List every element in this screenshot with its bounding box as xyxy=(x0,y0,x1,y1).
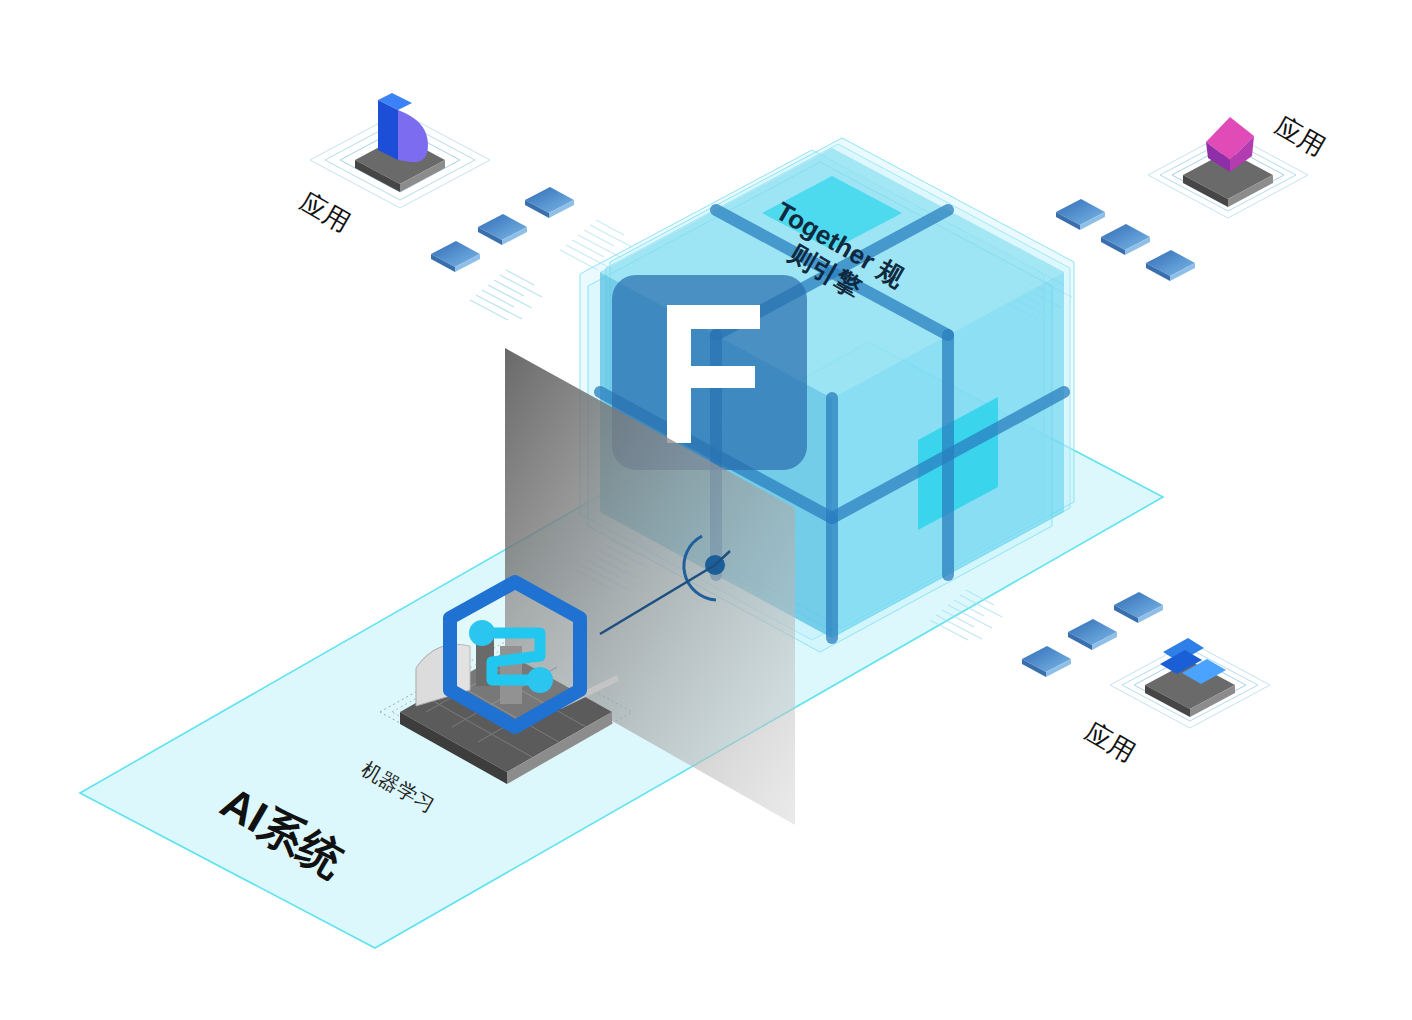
app-node: 应用 xyxy=(280,176,375,251)
data-block xyxy=(1056,199,1105,230)
app-icon xyxy=(1206,142,1230,172)
ml-tile xyxy=(380,582,632,784)
node-label: AI系统 xyxy=(212,777,352,887)
data-block xyxy=(1114,592,1163,623)
ai-system-band xyxy=(80,342,1163,948)
app-icon xyxy=(1230,136,1254,172)
data-block xyxy=(1146,250,1195,281)
app-icon xyxy=(398,110,428,162)
speed-lines xyxy=(470,270,542,320)
tile-side xyxy=(1145,685,1190,717)
interface-panel xyxy=(505,348,795,825)
connector-line xyxy=(600,551,730,634)
data-block xyxy=(478,214,527,245)
tile-side xyxy=(355,160,400,192)
data-block xyxy=(431,241,480,272)
icon-bar xyxy=(667,366,755,388)
data-block xyxy=(1068,619,1117,650)
node-label: 应用 xyxy=(295,187,355,239)
tile-ring xyxy=(1122,649,1258,721)
app-tile xyxy=(310,93,490,208)
node-label: 应用 xyxy=(1270,111,1330,163)
data-block xyxy=(1101,224,1150,255)
ml-link-dot xyxy=(469,620,495,646)
cube-groove xyxy=(826,398,838,638)
app-node: 应用 xyxy=(1065,706,1160,781)
product-icon-glyph xyxy=(667,305,760,443)
speed-lines xyxy=(930,590,1002,640)
tile-ring xyxy=(1110,642,1270,728)
ml-link-dot xyxy=(527,667,553,693)
tile-side xyxy=(1190,685,1235,717)
data-block xyxy=(525,187,574,218)
tile-side xyxy=(1228,175,1273,207)
ml-module-tile: 机器学习 xyxy=(330,600,600,830)
rule-engine-cube: Together 规则引擎 xyxy=(730,150,1065,640)
app-node: 应用 xyxy=(1255,100,1350,175)
node-label: 应用 xyxy=(1080,717,1140,769)
tile-side xyxy=(1183,175,1228,207)
data-block xyxy=(1022,646,1071,677)
ai-system-band: 机器学习AI系统 xyxy=(80,342,1163,948)
tile-side xyxy=(400,160,445,192)
node-label: 机器学习 xyxy=(358,757,439,817)
app-icon xyxy=(378,100,398,160)
tile-side xyxy=(400,712,507,784)
node-label: Together 规则引擎 xyxy=(752,195,912,322)
cube-groove xyxy=(832,392,1064,518)
app-icon xyxy=(1182,659,1226,684)
app-tile xyxy=(1110,638,1270,728)
ml-hexagon xyxy=(450,582,580,727)
connector-group xyxy=(600,551,730,634)
icon-bar xyxy=(667,305,760,329)
